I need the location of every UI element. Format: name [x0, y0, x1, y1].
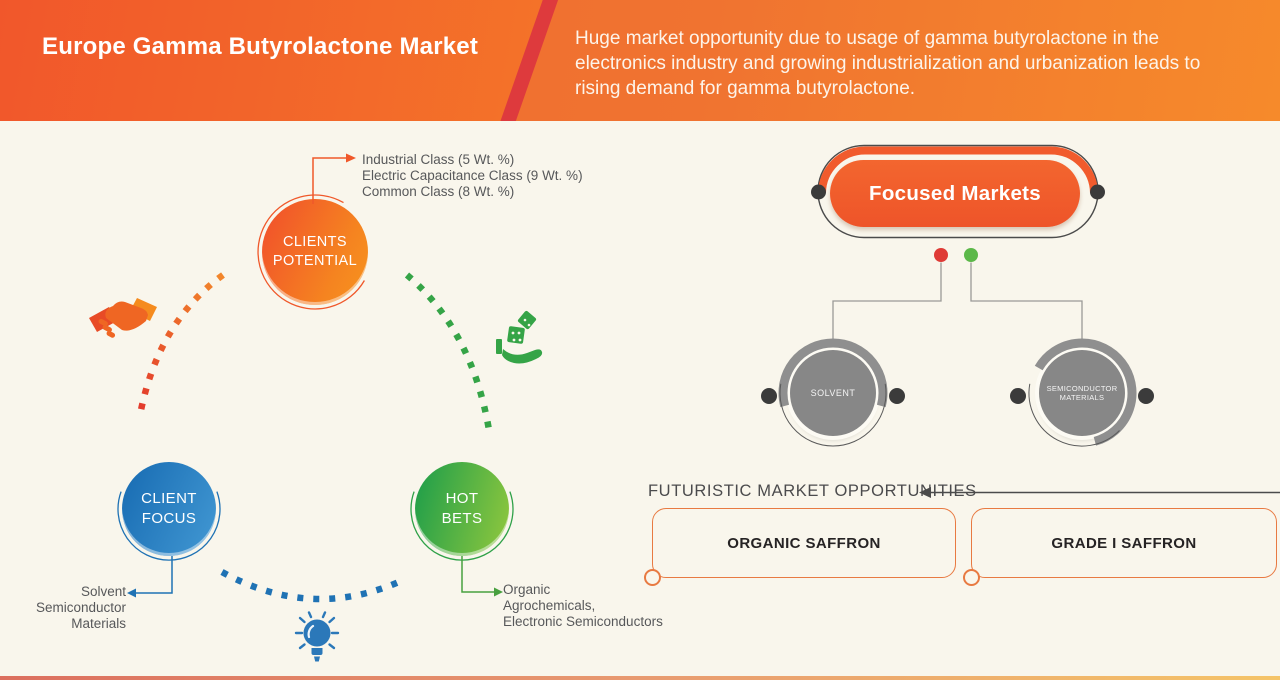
clients-potential-connector [312, 153, 356, 204]
corner-ring-icon [963, 569, 980, 586]
hot-bets-connector [461, 556, 503, 597]
opportunity-box-organic-saffron: ORGANIC SAFFRON [644, 508, 956, 586]
note-line: Organic [503, 582, 551, 597]
solvent-node: SOLVENT [790, 350, 876, 436]
clients-potential-label-line1: CLIENTS [282, 234, 348, 250]
client-focus-label-line2: FOCUS [141, 510, 197, 527]
note-line: Solvent [80, 584, 126, 599]
note-line: Semiconductor [35, 599, 126, 615]
client-focus-notes: Solvent Semiconductor Materials [18, 584, 126, 631]
header-left-panel [0, 0, 543, 121]
hot-bets-notes: Organic Agrochemicals, Electronic Semico… [503, 582, 663, 629]
lightbulb-icon [294, 611, 340, 662]
dotted-arc-green [404, 272, 493, 431]
note-line: Industrial Class (5 Wt. %) [362, 152, 515, 167]
dotted-arc-blue [220, 569, 403, 603]
page-title: Europe Gamma Butyrolactone Market [42, 33, 479, 60]
header-description: Huge market opportunity due to usage of … [575, 28, 1201, 99]
header-banner [0, 0, 1280, 121]
note-line: Electric Capacitance Class (9 Wt. %) [362, 167, 583, 183]
note-line: Electronic Semiconductors [503, 613, 663, 629]
frame-dot-right [1090, 184, 1105, 200]
hot-bets-node: HOT BETS [415, 462, 509, 556]
semiconductor-label-line2: MATERIALS [1059, 393, 1105, 402]
clients-potential-node: CLIENTS POTENTIAL [262, 199, 368, 305]
solvent-label: SOLVENT [810, 388, 856, 398]
branch-dot-green [964, 248, 978, 262]
bottom-accent-line [0, 676, 1280, 680]
opportunity-box-grade1-saffron: GRADE I SAFFRON [963, 508, 1277, 586]
dice-hand-icon [496, 310, 543, 364]
note-line: Common Class (8 Wt. %) [362, 183, 515, 199]
note-line: Agrochemicals, [503, 597, 596, 613]
focused-markets-pill: Focused Markets [830, 160, 1080, 227]
client-focus-label-line1: CLIENT [141, 490, 197, 507]
opportunity-box-label: GRADE I SAFFRON [1051, 534, 1197, 552]
clients-potential-label-line2: POTENTIAL [272, 253, 358, 269]
semiconductor-materials-node: SEMICONDUCTOR MATERIALS [1039, 350, 1125, 436]
client-focus-connector [127, 556, 173, 598]
hot-bets-label-line2: BETS [441, 510, 483, 527]
handshake-icon [89, 298, 157, 338]
client-focus-node: CLIENT FOCUS [122, 462, 216, 556]
clients-potential-notes: Industrial Class (5 Wt. %) Electric Capa… [362, 152, 583, 199]
semiconductor-label-line1: SEMICONDUCTOR [1046, 383, 1118, 393]
futuristic-opportunities-heading: FUTURISTIC MARKET OPPORTUNITIES [648, 482, 977, 500]
frame-dot-left [811, 184, 826, 200]
branch-dot-red [934, 248, 948, 262]
note-line: Materials [71, 615, 126, 631]
hot-bets-label-line1: HOT [445, 490, 479, 507]
corner-ring-icon [644, 569, 661, 586]
opportunity-box-label: ORGANIC SAFFRON [727, 534, 881, 552]
focused-markets-title: Focused Markets [869, 181, 1041, 205]
dotted-arc-orange [136, 272, 225, 416]
